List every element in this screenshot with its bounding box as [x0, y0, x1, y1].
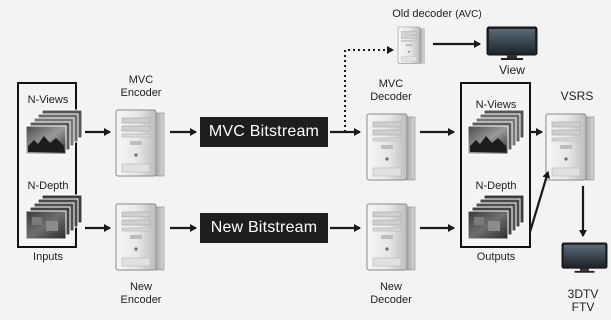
inputs-box — [17, 82, 77, 248]
new-bitstream-box: New Bitstream — [200, 213, 328, 243]
outputs-ndepth-label: N-Depth — [475, 180, 517, 192]
vsrs-computer — [545, 113, 595, 181]
new-encoder-computer — [115, 203, 165, 271]
input-nviews-images — [25, 109, 83, 155]
view-tv-icon — [486, 26, 538, 61]
mvc-encoder-computer — [115, 109, 165, 177]
old-decoder-computer — [397, 26, 425, 64]
3dtv-display-icon — [561, 242, 608, 274]
arrow-dotted-to-old-decoder — [344, 46, 394, 132]
mvc-bitstream-label: MVC Bitstream — [208, 123, 320, 140]
inputs-nviews-label: N-Views — [27, 94, 69, 106]
vsrs-label: VSRS — [560, 89, 594, 103]
output-nviews-images — [467, 109, 525, 155]
new-decoder-computer — [366, 203, 416, 271]
outputs-nviews-label: N-Views — [475, 99, 517, 111]
view-label: View — [499, 63, 525, 77]
mvc-decoder-computer — [366, 113, 416, 181]
output-ndepth-images — [467, 194, 525, 240]
input-ndepth-images — [25, 194, 83, 240]
mvc-bitstream-box: MVC Bitstream — [200, 117, 328, 147]
mvc-encoder-label: MVC Encoder — [120, 74, 162, 99]
old-decoder-label: Old decoder (AVC) — [392, 8, 482, 20]
outputs-box — [460, 82, 531, 248]
new-decoder-label: New Decoder — [370, 281, 412, 306]
3dtv-ftv-label: 3DTV FTV — [567, 287, 599, 314]
inputs-ndepth-label: N-Depth — [27, 180, 69, 192]
arrow-outputs-ndepth-to-vsrs — [528, 171, 551, 233]
outputs-label: Outputs — [476, 251, 516, 263]
mvc-decoder-label: MVC Decoder — [370, 78, 412, 103]
new-encoder-label: New Encoder — [120, 281, 162, 306]
inputs-label: Inputs — [33, 251, 63, 263]
new-bitstream-label: New Bitstream — [210, 219, 318, 236]
